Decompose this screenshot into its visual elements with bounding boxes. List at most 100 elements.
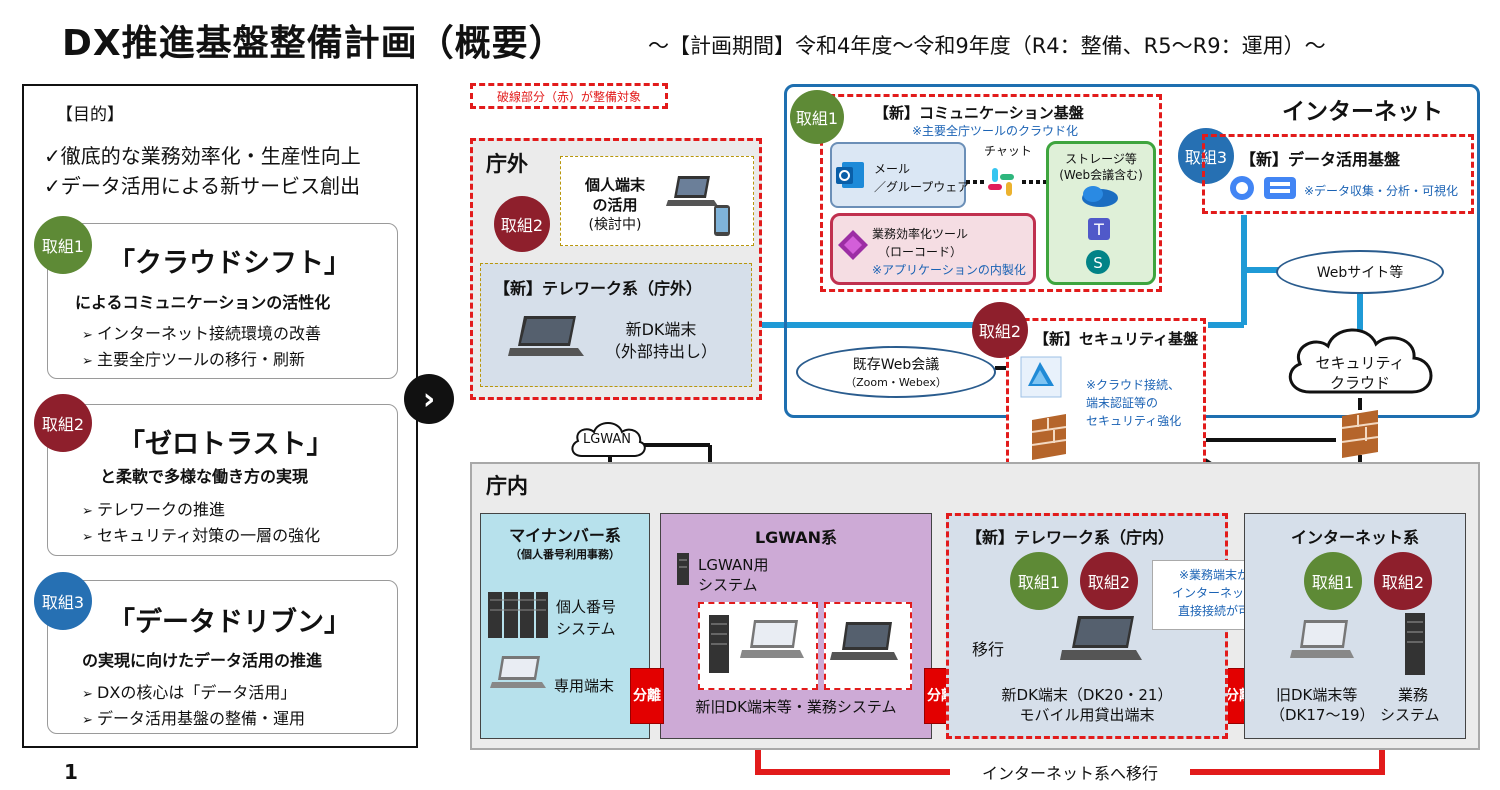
dedicated-terminal-label: 専用端末: [554, 677, 615, 695]
data-platform-note: ※データ収集・分析・可視化: [1304, 184, 1459, 198]
communication-platform-box: [820, 94, 1162, 292]
azure-ad-icon: [1020, 356, 1062, 398]
chat-label: チャット: [984, 144, 1032, 158]
mynumber-system-label-1: 個人番号: [556, 598, 617, 616]
initiative-title: 「ゼロトラスト」: [118, 429, 334, 460]
personal-device-label-2: の活用: [592, 196, 638, 214]
initiative-badge: 取組2: [1080, 552, 1138, 610]
initiative-badge: 取組2: [1374, 552, 1432, 610]
business-system-label-2: システム: [1380, 706, 1440, 724]
cloud-icon: [1288, 328, 1433, 394]
svg-text:S: S: [1093, 254, 1103, 272]
laptop-icon: [508, 316, 584, 356]
separation-text-1: 分: [633, 688, 647, 704]
initiative-title: 「クラウドシフト」: [108, 248, 351, 279]
old-terminal-label-2: （DK17～19）: [1270, 706, 1375, 724]
telework-inside-title: 【新】テレワーク系（庁内）: [966, 528, 1175, 547]
efficiency-tool-note: ※アプリケーションの内製化: [872, 263, 1026, 277]
power-apps-icon: [838, 230, 868, 260]
telework-outside-line1: 新DK端末: [625, 320, 697, 339]
legend-note-text: 破線部分（赤）が整備対象: [496, 89, 641, 104]
mail-label: メール: [874, 162, 911, 176]
cloud-icon: [571, 422, 646, 457]
security-cloud-label-1: セキュリティ: [1315, 354, 1405, 372]
outside-office-target-border: [470, 138, 762, 400]
plan-period-subtitle: ～【計画期間】令和4年度～令和9年度（R4：整備、R5～R9：運用）～: [648, 34, 1326, 58]
inside-office-label: 庁内: [486, 474, 528, 498]
laptop-icon: [830, 622, 898, 660]
telework-inside-line2: モバイル用貸出端末: [1019, 706, 1155, 724]
storage-label: ストレージ等: [1065, 152, 1137, 166]
lgwan-caption: 新旧DK端末等・業務システム: [695, 698, 897, 716]
firewall-icon: [1031, 414, 1067, 460]
laptop-icon: [1060, 616, 1142, 660]
separation-text-1: 分: [927, 688, 941, 704]
server-icon: [488, 592, 548, 638]
website-label: Webサイト等: [1316, 265, 1404, 281]
slack-icon: [966, 168, 1046, 196]
purpose-item: ✓徹底的な業務効率化・生産性向上: [44, 144, 361, 168]
internet-area-label: インターネット: [1282, 99, 1443, 125]
initiative-badge: 取組1: [1010, 552, 1068, 610]
chevron-right-icon: ›: [404, 374, 454, 424]
mynumber-system-label-2: システム: [556, 620, 616, 638]
security-note-1: ※クラウド接続、: [1086, 378, 1181, 392]
initiative-bullet: インターネット接続環境の改善: [82, 320, 321, 344]
bottom-migration-label: インターネット系へ移行: [950, 760, 1190, 784]
laptop-icon: [1290, 620, 1354, 658]
security-cloud-label-2: クラウド: [1329, 374, 1390, 392]
efficiency-tool-box: [830, 213, 1036, 285]
mynumber-title: マイナンバー系: [509, 526, 621, 545]
old-terminal-label-1: 旧DK端末等: [1276, 686, 1358, 704]
svg-text:T: T: [1093, 220, 1104, 239]
internet-system-area: [1244, 513, 1466, 739]
telework-outside-title: 【新】テレワーク系（庁外）: [494, 279, 703, 298]
initiative-bullet: 主要全庁ツールの移行・刷新: [82, 346, 305, 370]
page-title: DX推進基盤整備計画（概要）: [62, 23, 566, 64]
initiative-subtitle: の実現に向けたデータ活用の推進: [82, 651, 323, 670]
personal-device-label-3: (検討中): [588, 217, 642, 233]
data-platform-title: 【新】データ活用基盤: [1240, 150, 1401, 169]
separation-text-1: 分: [1225, 688, 1239, 704]
page-number: 1: [64, 760, 78, 784]
purpose-item: ✓データ活用による新サービス創出: [44, 174, 361, 198]
mynumber-subtitle: （個人番号利用事務）: [510, 548, 620, 561]
initiative-badge: 取組3: [1178, 128, 1234, 184]
existing-web-sub-label: （Zoom・Webex）: [845, 376, 947, 389]
efficiency-tool-sub-label: （ローコード）: [878, 245, 963, 259]
smartphone-icon: [714, 205, 730, 236]
laptop-icon: [490, 656, 546, 688]
lgwan-system-label-2: システム: [698, 576, 758, 594]
initiative-badge: 取組2: [34, 394, 92, 452]
firewall-icon: [1341, 410, 1379, 458]
security-note-2: 端末認証等の: [1086, 396, 1159, 410]
onedrive-teams-sharepoint-icons: T S: [1082, 186, 1118, 274]
legend-note: 破線部分（赤）が整備対象: [470, 83, 668, 109]
lgwan-title: LGWAN系: [754, 528, 838, 547]
communication-platform-note: ※主要全庁ツールのクラウド化: [912, 124, 1079, 138]
storage-sub-label: (Web会議含む): [1059, 168, 1143, 182]
groupware-label: ／グループウェア: [874, 180, 970, 194]
efficiency-tool-label: 業務効率化ツール: [872, 227, 969, 241]
initiative-badge: 取組2: [494, 196, 550, 252]
initiative-badge: 取組1: [1304, 552, 1362, 610]
separation-text-2: 離: [647, 688, 661, 704]
security-note-3: セキュリティ強化: [1086, 414, 1182, 428]
outside-office-label: 庁外: [486, 152, 528, 176]
personal-device-label-1: 個人端末: [584, 176, 645, 194]
initiative-badge: 取組2: [972, 302, 1028, 358]
purpose-heading: 【目的】: [56, 105, 124, 125]
initiative-bullet: テレワークの推進: [82, 496, 225, 520]
website-node: Webサイト等: [1276, 250, 1444, 294]
initiative-subtitle: によるコミュニケーションの活性化: [75, 293, 331, 312]
personal-device-box: [560, 156, 754, 246]
initiative-subtitle: と柔軟で多様な働き方の実現: [100, 467, 309, 486]
security-platform-title: 【新】セキュリティ基盤: [1034, 330, 1199, 348]
internet-system-title: インターネット系: [1290, 528, 1419, 547]
migration-label: 移行: [972, 640, 1005, 659]
initiative-bullet: DXの核心は「データ活用」: [82, 679, 296, 703]
lgwan-system-label-1: LGWAN用: [698, 556, 769, 574]
telework-inside-line1: 新DK端末（DK20・21）: [1001, 686, 1173, 704]
initiative-badge: 取組3: [34, 572, 92, 630]
laptop-icon: [666, 176, 718, 206]
